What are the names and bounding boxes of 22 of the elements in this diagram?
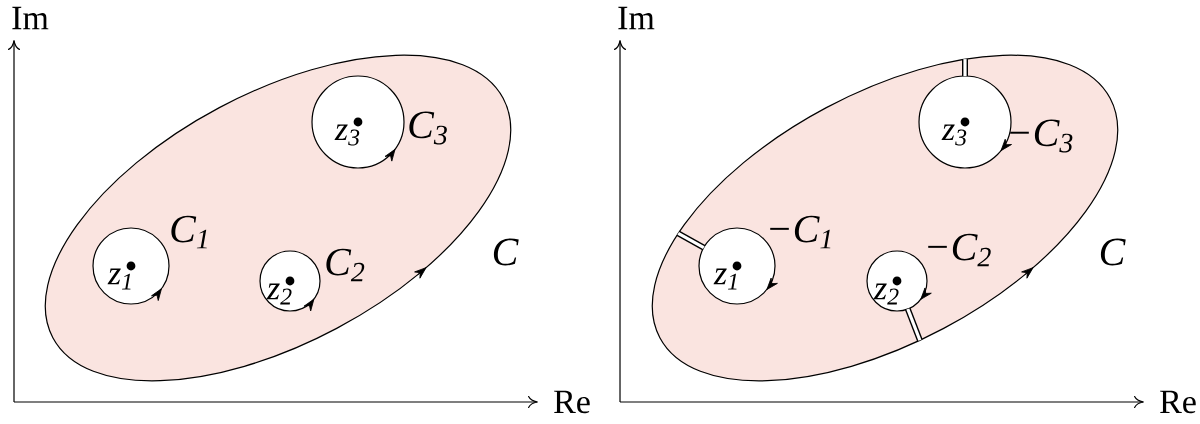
contour-label: C$_{3}$ <box>409 111 447 145</box>
axis-label: Re <box>1160 390 1196 414</box>
contour-label: −C$_{3}$ <box>1010 119 1073 153</box>
hole-circle <box>259 250 321 312</box>
contour-label: C <box>493 238 519 266</box>
contour-label: C <box>1100 238 1126 266</box>
point-label: z$_{2}$ <box>873 283 899 305</box>
axis-label: Re <box>554 390 590 414</box>
point-label: z$_{3}$ <box>334 124 360 146</box>
hole-circle <box>918 75 1012 169</box>
contour-label: C$_{1}$ <box>171 215 207 249</box>
point-label: z$_{3}$ <box>941 124 967 146</box>
point-label: z$_{2}$ <box>266 283 292 305</box>
axis-label: Im <box>12 6 49 30</box>
point-label: z$_{1}$ <box>713 268 737 290</box>
contour-label: −C$_{1}$ <box>770 215 831 249</box>
contour-label: C$_{2}$ <box>326 248 365 282</box>
hole-circle <box>92 227 170 305</box>
hole-circle <box>311 75 405 169</box>
contour-label: −C$_{2}$ <box>928 233 991 267</box>
point-label: z$_{1}$ <box>107 268 131 290</box>
axis-label: Im <box>618 6 655 30</box>
